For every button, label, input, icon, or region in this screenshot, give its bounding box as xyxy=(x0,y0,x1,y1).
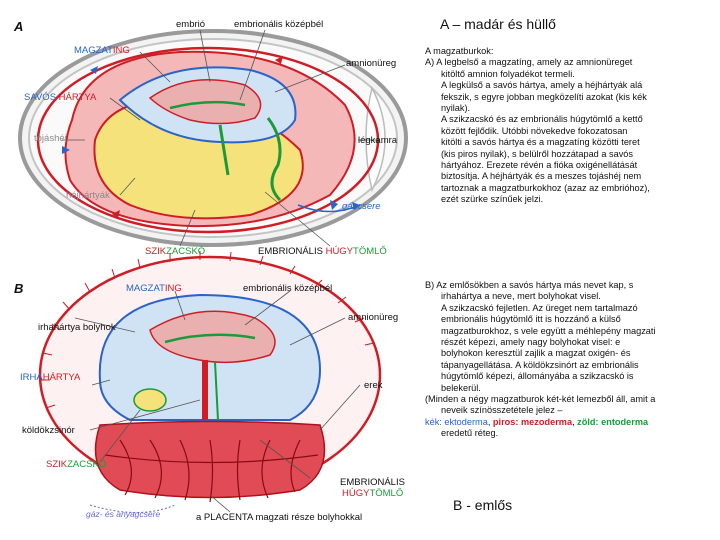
text-a-line: biztosítja. A héjhártyák és a meszes toj… xyxy=(441,171,642,182)
label-hugytomlo-a-black: EMBRIONÁLIS xyxy=(258,246,326,257)
text-b-line: B) Az emlősökben a savós hártya más neve… xyxy=(425,280,634,290)
text-a-line: között fejlődik. Utóbbi növekedve fokoza… xyxy=(441,125,628,136)
label-amnionureg-b: amnionüreg xyxy=(348,312,399,323)
label-amnionureg-a: amnionüreg xyxy=(346,58,397,69)
text-a-line: A) A legbelső a magzatíng, amely az amni… xyxy=(425,57,633,68)
label-hugytomlo-a-green: TÖMLŐ xyxy=(353,246,387,257)
label-hugytomlo-b-green: TÖMLŐ xyxy=(369,488,404,499)
label-placenta: a PLACENTA magzati része bolyhokkal xyxy=(196,512,363,523)
text-b-line: húgytömlő képezi, állományába a szikzacs… xyxy=(441,371,634,382)
text-a-line: hártyához. Erezete révén a fióka oxigéne… xyxy=(441,160,638,171)
label-magzating-a: MAGZATING xyxy=(74,45,130,56)
text-b-line: irhahártya a neve, mert bolyhokat visel. xyxy=(441,291,601,302)
label-hugytomlo-a-red: HÚGY xyxy=(325,246,354,257)
legend-blue: kék: ektoderma xyxy=(425,416,488,427)
text-b-line: embrionális húgytömlő itt is hozzánő a k… xyxy=(441,314,621,325)
text-b-line: (Minden a négy magzatburok két-két lemez… xyxy=(425,394,656,405)
label-savos-blue: SAVÓS xyxy=(24,92,59,103)
text-a-line: A szikzacskó és az embrionális húgytömlő… xyxy=(441,114,643,125)
label-koldokzsinor: köldökzsinór xyxy=(22,425,75,436)
label-embrio: embrió xyxy=(176,19,206,30)
label-szikzacsko-b-green: ZACSKÓ xyxy=(67,459,107,470)
text-block-b: B) Az emlősökben a savós hártya más neve… xyxy=(425,280,717,440)
label-szikzacsko-a-green: ZACSKÓ xyxy=(166,246,206,257)
legend-sep2: , xyxy=(572,416,578,427)
label-szikzacsko-a-red: SZIK xyxy=(145,246,167,257)
text-a-line: nyilak). xyxy=(441,103,471,114)
label-magzating-a-red: ING xyxy=(112,45,130,56)
text-b-line: tápanyagellátása. A köldökzsinórt az emb… xyxy=(441,359,639,370)
text-a-line: A legkülső a savós hártya, amely a héjhá… xyxy=(441,80,643,91)
label-savos-hartya: SAVÓS HÁRTYA xyxy=(24,92,96,103)
title-top: A – madár és hüllő xyxy=(440,16,556,32)
label-szikzacsko-b: SZIKZACSKÓ xyxy=(46,459,106,470)
label-szikzacsko-a: SZIKZACSKÓ xyxy=(145,246,205,257)
panel-a-letter: A xyxy=(14,19,24,34)
label-magzating-b-red: ING xyxy=(164,283,182,294)
label-embrionalis-kozepbel: embrionális középbél xyxy=(234,19,324,30)
label-tojashej: tojáshéj xyxy=(34,133,67,144)
text-intro: A magzatburkok: xyxy=(425,46,494,56)
label-gazcsere: gázcsere xyxy=(342,201,381,212)
label-hugytomlo-b: HÚGYTÖMLŐ xyxy=(342,488,403,499)
text-a-line: (kis piros nyilak), s belülről hozzátapa… xyxy=(441,148,634,159)
title-bottom: B - emlős xyxy=(453,497,513,513)
label-savos-red: HÁRTYA xyxy=(58,92,97,103)
label-magzating-b: MAGZATING xyxy=(126,283,182,294)
label-gaz-anyagcsere: gáz- és anyagcsere xyxy=(86,509,161,519)
label-legkamra: légkamra xyxy=(358,135,398,146)
text-a-line: kitölti a savós hártya és a magzatíng kö… xyxy=(441,137,640,148)
label-irhahartya-bolyhok: irhahártya bolyhok xyxy=(38,322,116,333)
text-legend: kék: ektoderma, piros: mezoderma, zöld: … xyxy=(425,417,717,428)
label-magzating-b-blue: MAGZAT xyxy=(126,283,165,294)
label-embrionalis-kozepbel-b: embrionális középbél xyxy=(243,283,333,294)
text-a-line: tartoznak a magzatburkokhoz (azaz az emb… xyxy=(441,182,650,193)
text-b-line: neveik színösszetétele jelez – xyxy=(441,405,563,416)
gut xyxy=(169,100,246,110)
text-a-line: kitöltő amnion folyadékot termeli. xyxy=(441,68,575,79)
label-embrionalis-b: EMBRIONÁLIS xyxy=(340,477,405,488)
text-b-line: részét képezi, amely nagy bolyhokat vise… xyxy=(441,337,621,348)
embryo-b xyxy=(149,310,276,364)
panel-b-letter: B xyxy=(14,281,24,296)
text-b-line: magzatburokhoz, s vele együtt a méhlepén… xyxy=(441,325,656,336)
legend-sep1: , xyxy=(487,416,493,427)
text-b-line: A szikzacskó fejletlen. Az üreget nem ta… xyxy=(441,302,638,313)
text-b-line: belekerül. xyxy=(441,382,481,393)
yolk-sac-b xyxy=(133,388,167,412)
label-hugytomlo-b-red: HÚGY xyxy=(342,488,370,499)
placenta xyxy=(94,420,326,499)
label-hugytomlo-a: EMBRIONÁLIS HÚGYTÖMLŐ xyxy=(258,246,387,257)
label-szikzacsko-b-red: SZIK xyxy=(46,459,68,470)
legend-red: piros: mezoderma xyxy=(492,416,573,427)
label-erek: erek xyxy=(364,380,383,391)
label-irhahartya-red: HÁRTYA xyxy=(42,372,81,383)
label-hejhartyak: héjhártyák xyxy=(66,190,110,201)
label-irhahartya: IRHAHÁRTYA xyxy=(20,372,80,383)
text-block-a: A magzatburkok: A) A legbelső a magzatín… xyxy=(425,46,715,206)
label-irhahartya-blue: IRHA xyxy=(20,372,43,383)
label-magzating-a-blue: MAGZAT xyxy=(74,45,113,56)
text-b-line: bolyhokon keresztül zajlik a magzat oxig… xyxy=(441,348,631,359)
legend-end: eredetű réteg. xyxy=(441,428,499,439)
text-a-line: ezét szürke színűek jelzi. xyxy=(441,194,544,205)
legend-green: zöld: entoderma xyxy=(577,416,649,427)
text-a-line: fekszik, s egyre jobban megközelíti azok… xyxy=(441,91,647,102)
